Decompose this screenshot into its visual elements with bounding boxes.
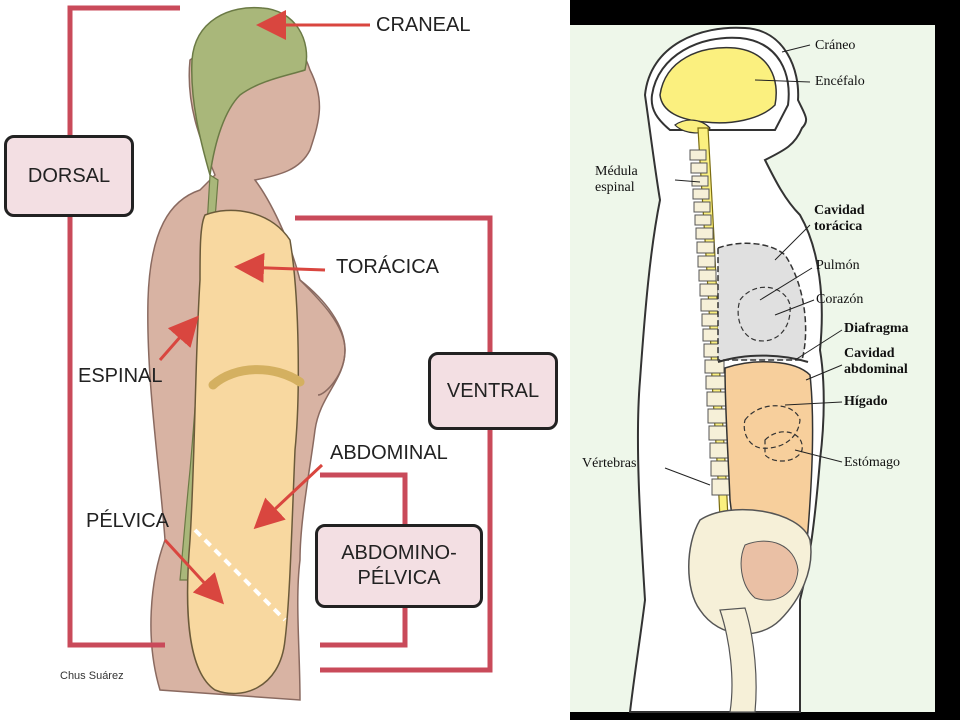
- arrow-abdominal: [253, 463, 324, 530]
- arrow-espinal: [158, 315, 199, 361]
- pulmon-label: Pulmón: [816, 258, 860, 273]
- higado-label: Hígado: [844, 394, 888, 409]
- toracica-label: TORÁCICA: [336, 256, 439, 278]
- dorsal-bracket: [67, 5, 180, 648]
- body-anatomy-diagram-right: Cráneo Encéfalo Médula espinal Cavidad t…: [570, 0, 960, 720]
- abdominal-label: ABDOMINAL: [330, 442, 448, 464]
- ventral-bracket: [295, 215, 493, 673]
- pelvic-dashed-line: [193, 528, 287, 622]
- abdominopelvica-box: ABDOMINO- PÉLVICA: [315, 524, 483, 608]
- vertebral-column: [689, 149, 736, 496]
- arrow-toracica: [234, 252, 326, 283]
- espinal-label: ESPINAL: [78, 365, 163, 387]
- abdominopelvica-label-line1: ABDOMINO-: [341, 542, 457, 564]
- craneo-label: Cráneo: [815, 38, 856, 53]
- craneal-label: CRANEAL: [376, 14, 471, 36]
- dorsal-label: DORSAL: [27, 164, 111, 187]
- medula-espinal-label: Médula espinal: [595, 164, 638, 196]
- body-silhouette-illustration: [67, 5, 493, 701]
- diaphragm-shape: [717, 354, 809, 363]
- sagittal-anatomy-illustration: [570, 25, 935, 713]
- author-credit: Chus Suárez: [60, 670, 124, 682]
- diafragma-label: Diafragma: [844, 321, 909, 336]
- estomago-label: Estómago: [844, 455, 900, 470]
- stomach-shape: [764, 431, 803, 462]
- cranial-cavity-shape: [190, 6, 308, 176]
- dorsal-box: DORSAL: [4, 135, 134, 217]
- ventral-cavity-shape: [186, 209, 300, 695]
- ventral-box: VENTRAL: [428, 352, 558, 430]
- heart-shape: [737, 286, 791, 342]
- corazon-label: Corazón: [816, 292, 864, 307]
- abdominopelvica-label-line2: PÉLVICA: [357, 567, 441, 589]
- pelvica-label: PÉLVICA: [86, 510, 169, 532]
- skull-shape: [650, 36, 790, 131]
- liver-shape: [743, 405, 801, 449]
- encefalo-label: Encéfalo: [815, 74, 865, 89]
- ventral-label: VENTRAL: [446, 379, 540, 402]
- leader-lines: [664, 44, 843, 486]
- femur-shape: [719, 607, 757, 713]
- cavidad-abdominal-label: Cavidad abdominal: [844, 346, 908, 378]
- diaphragm-line: [208, 365, 305, 390]
- body-cavities-diagram-left: DORSAL VENTRAL ABDOMINO- PÉLVICA CRANEAL…: [4, 5, 558, 701]
- cavidad-toracica-label: Cavidad torácica: [814, 203, 865, 235]
- vertebras-label: Vértebras: [582, 456, 637, 471]
- arrow-pelvica: [163, 538, 225, 605]
